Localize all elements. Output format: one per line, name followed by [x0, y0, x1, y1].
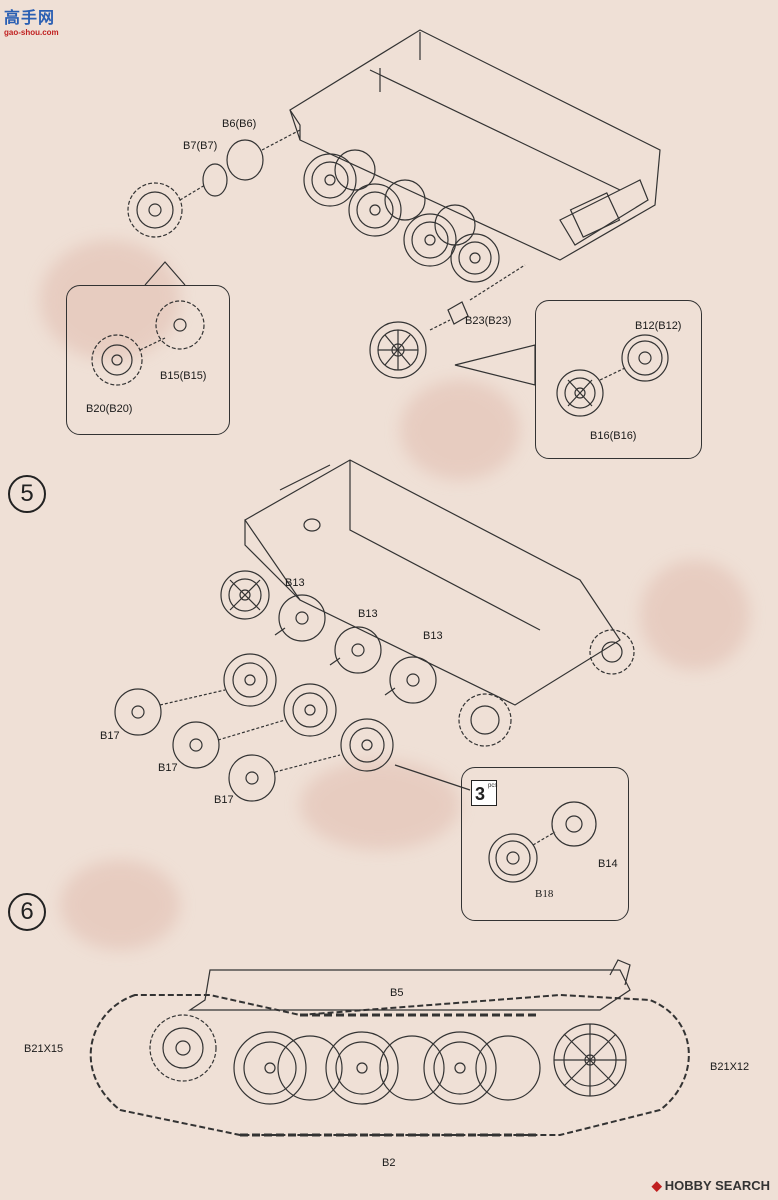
wheels-step6 — [149, 1014, 627, 1105]
label-b15: B15(B15) — [160, 370, 207, 382]
step-number-5: 5 — [8, 475, 46, 513]
callout-sprocket-left — [66, 285, 230, 435]
road-wheels-top — [303, 149, 500, 283]
label-b16: B16(B16) — [590, 430, 637, 442]
label-b21x12: B21X12 — [710, 1061, 750, 1073]
label-b18: B18 — [535, 888, 554, 900]
callout-idler-right — [535, 300, 702, 459]
paper-stain — [640, 560, 750, 670]
hull-top — [289, 29, 661, 261]
label-b21x15: B21X15 — [24, 1043, 64, 1055]
paper-stain — [60, 860, 180, 950]
label-b5: B5 — [390, 987, 404, 999]
label-b13-1: B13 — [285, 577, 305, 589]
label-b20: B20(B20) — [86, 403, 133, 415]
idler-top — [369, 264, 526, 379]
track-step6 — [89, 993, 690, 1137]
step-number-6: 6 — [8, 893, 46, 931]
callout-step5-wheel — [461, 767, 629, 921]
label-b17-3: B17 — [214, 794, 234, 806]
callout-step5-parts — [488, 801, 597, 883]
label-b12: B12(B12) — [635, 320, 682, 332]
label-b13-3: B13 — [423, 630, 443, 642]
paper-stain — [40, 240, 180, 360]
hull-step6 — [188, 959, 631, 1011]
watermark-logo: 高手网 gao-shou.com — [4, 4, 68, 38]
paper-stain — [300, 760, 460, 850]
sprocket-assembly-top — [127, 129, 301, 238]
label-b23: B23(B23) — [465, 315, 512, 327]
watermark-url: gao-shou.com — [4, 28, 59, 37]
label-b17-1: B17 — [100, 730, 120, 742]
hobbysearch-logo-icon: ◆ — [651, 1178, 662, 1193]
quantity-badge: 3 pcs — [471, 780, 497, 806]
label-b2: B2 — [382, 1157, 396, 1169]
quantity-unit: pcs — [488, 783, 498, 789]
label-b7: B7(B7) — [183, 140, 218, 152]
road-wheels-step5 — [114, 570, 635, 802]
callout-left-pointer — [91, 261, 205, 386]
label-b17-2: B17 — [158, 762, 178, 774]
label-b14: B14 — [598, 858, 618, 870]
label-b13-2: B13 — [358, 608, 378, 620]
label-b6: B6(B6) — [222, 118, 257, 130]
hobbysearch-text: HOBBY SEARCH — [664, 1178, 770, 1193]
hull-step5 — [244, 459, 621, 706]
quantity-value: 3 — [475, 784, 486, 804]
paper-stain — [400, 380, 520, 480]
hobbysearch-watermark: ◆HOBBY SEARCH — [652, 1178, 770, 1194]
watermark-text: 高手网 — [4, 10, 56, 27]
